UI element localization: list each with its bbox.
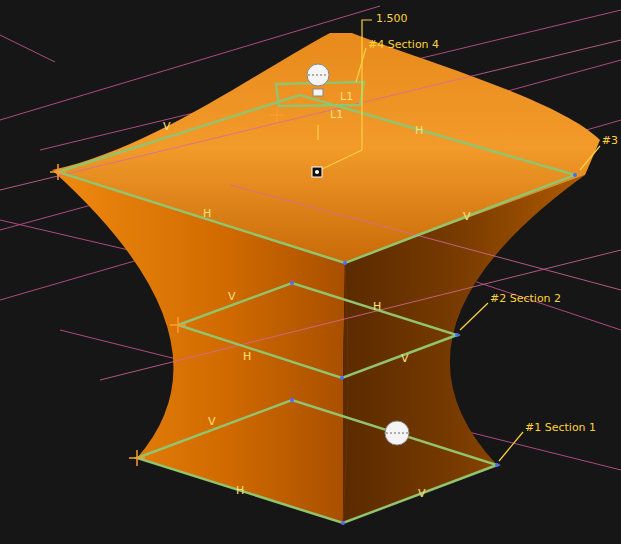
sketch-constraint-label: V [228,290,236,303]
sketch-constraint-label: L1 [340,90,353,103]
sketch-constraint-label: V [163,120,171,133]
callout-label: #1 Section 1 [525,421,596,434]
callout-label: 1.500 [376,12,408,25]
sketch-constraint-label: H [415,124,423,137]
sketch-constraint-label: L1 [330,108,343,121]
sketch-constraint-label: V [418,487,426,500]
callout-label: #2 Section 2 [490,292,561,305]
sketch-constraint-label: H [373,300,381,313]
sketch-constraint-label: V [401,352,409,365]
callout-label: #4 Section 4 [368,38,439,51]
sketch-constraint-label: V [463,210,471,223]
callout-label: #3 [602,134,618,147]
sketch-constraint-label: H [236,484,244,497]
sketch-constraint-label: V [208,415,216,428]
sketch-constraint-label: H [203,207,211,220]
sketch-constraint-label: H [243,350,251,363]
